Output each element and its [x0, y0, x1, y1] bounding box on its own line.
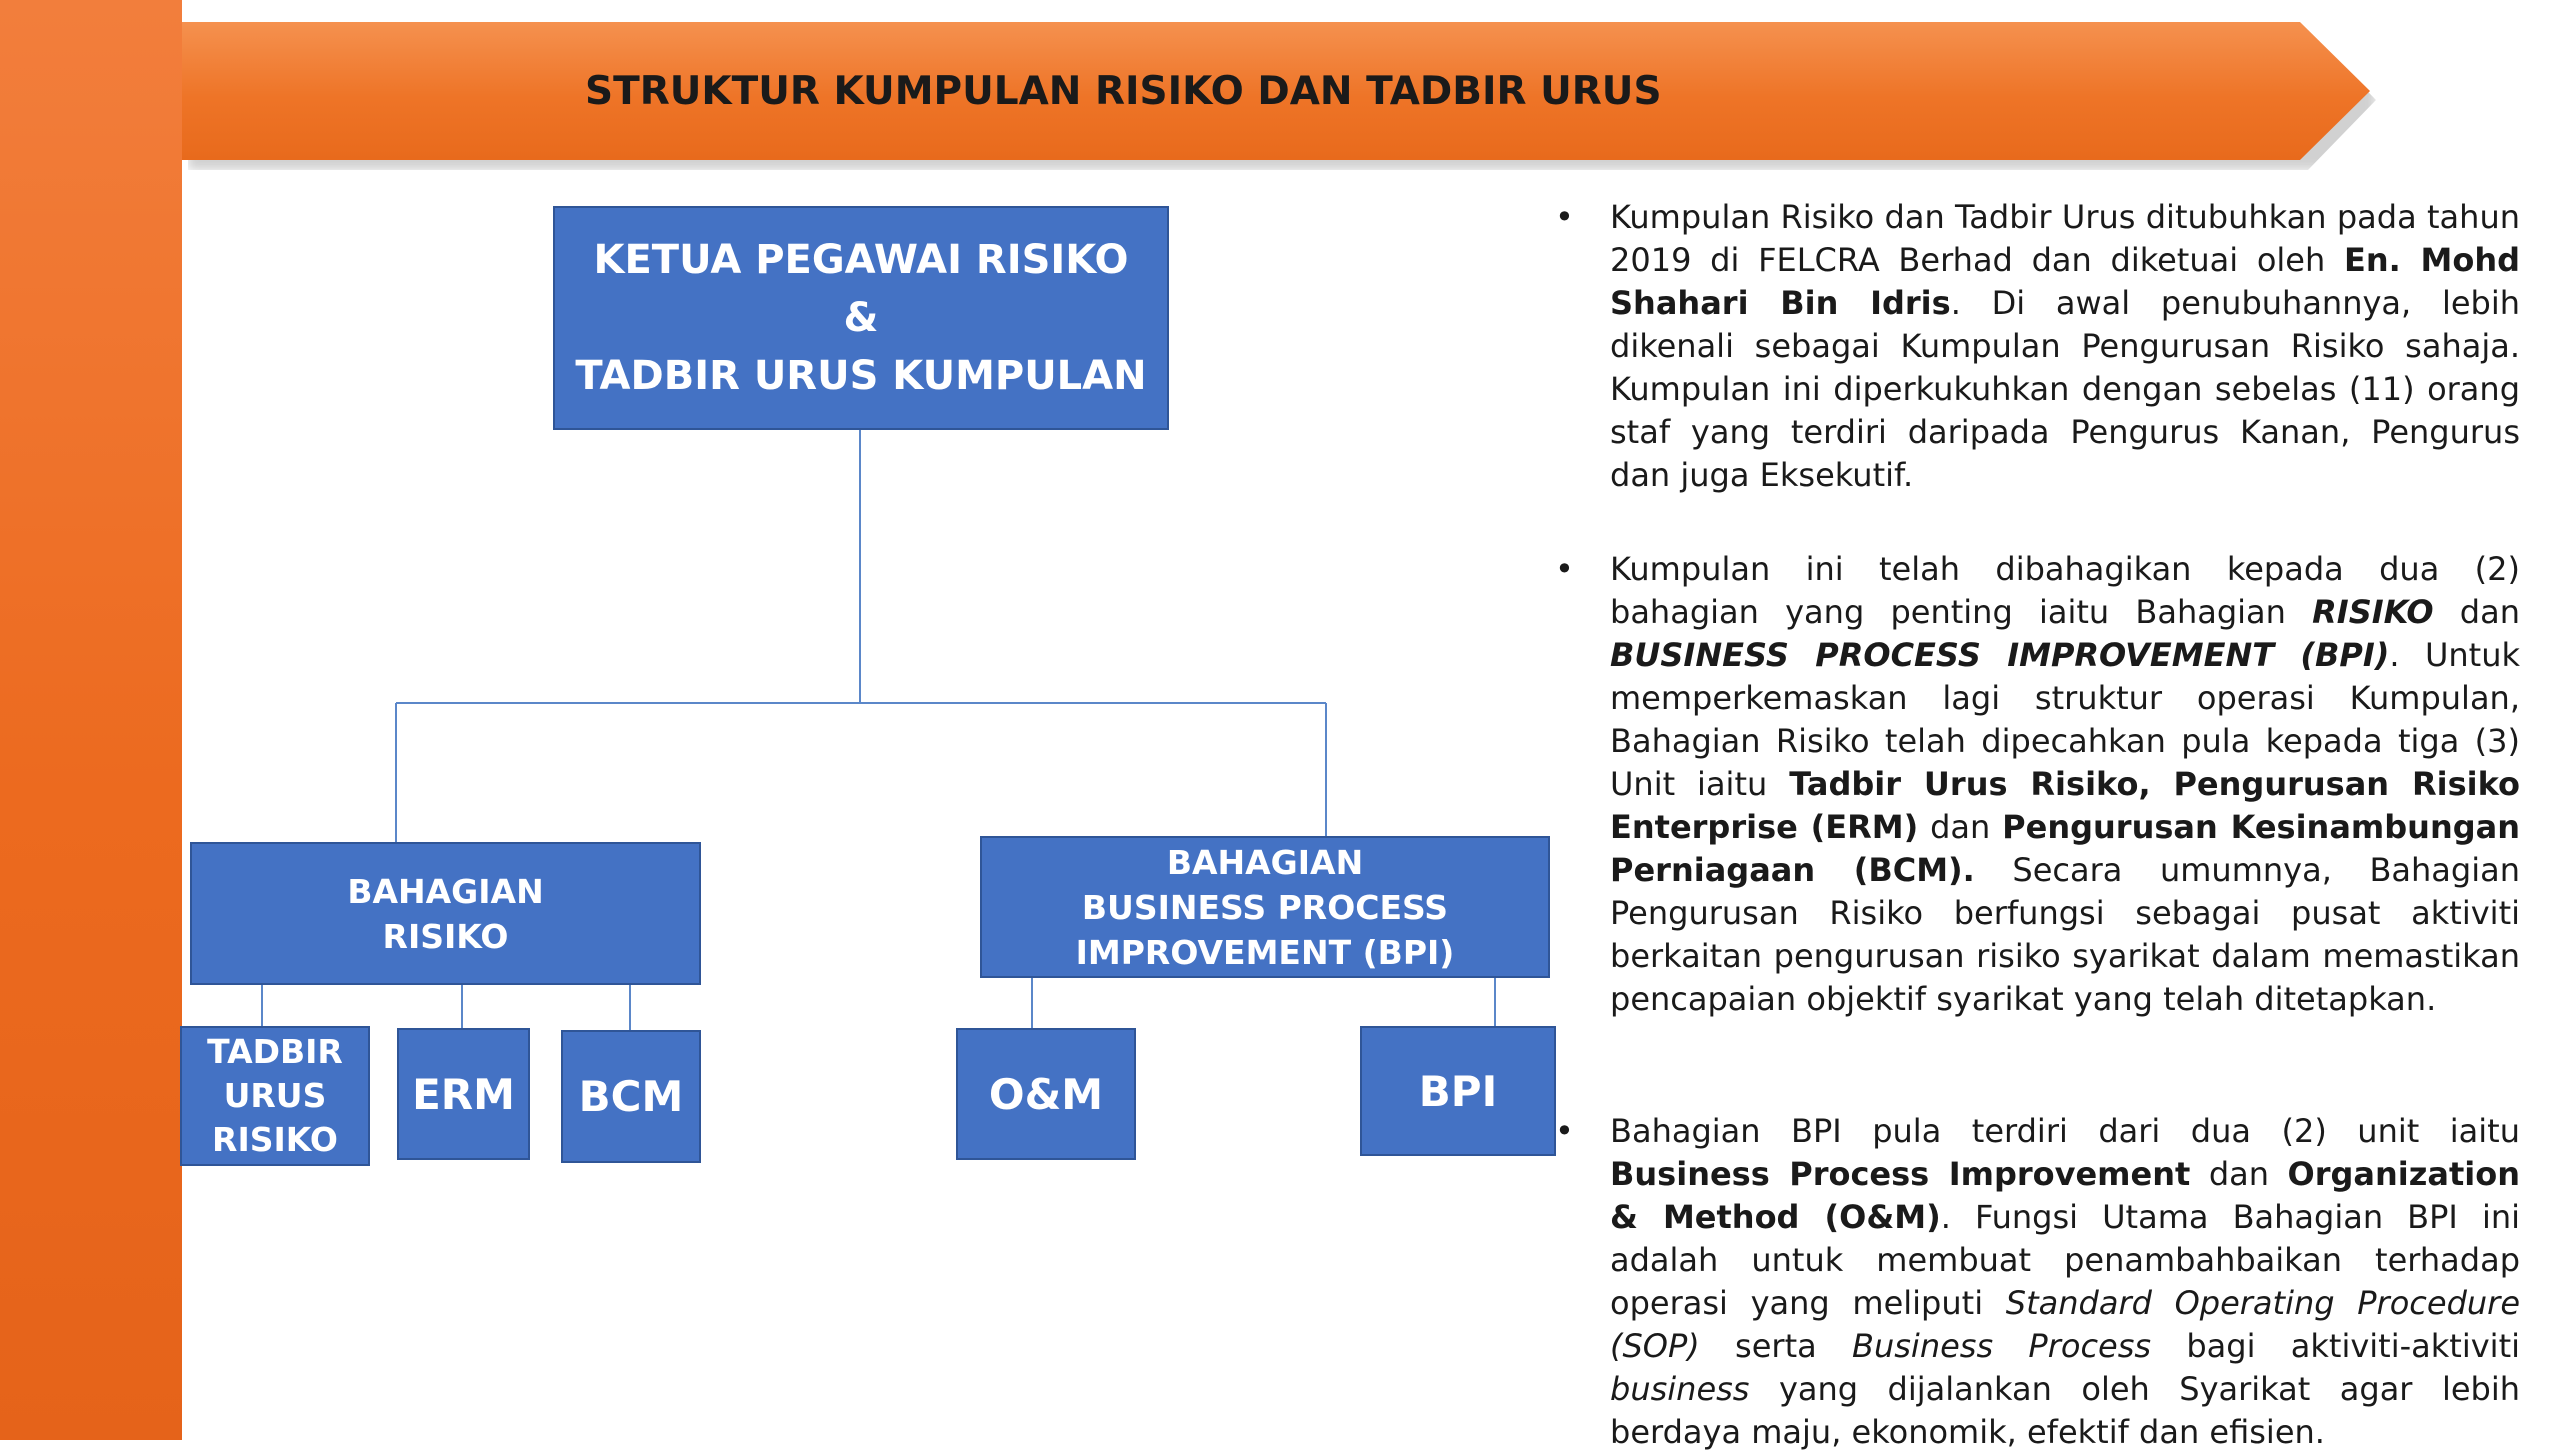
- box-ketua-pegawai-risiko: KETUA PEGAWAI RISIKO & TADBIR URUS KUMPU…: [553, 206, 1169, 430]
- text-run-bold: Organization & Method (O&M): [1610, 1155, 2521, 1236]
- box-ketua-line3: TADBIR URUS KUMPULAN: [575, 353, 1147, 399]
- box-unit-erm: ERM: [397, 1028, 530, 1160]
- box-bahagian-risiko: BAHAGIAN RISIKO: [190, 842, 701, 985]
- bullet-item-2: • Kumpulan ini telah dibahagikan kepada …: [1555, 548, 2520, 1028]
- text-run-bold-italic: BUSINESS PROCESS IMPROVEMENT (BPI): [1610, 636, 2390, 674]
- text-run: Secara umumnya, Bahagian Pengurusan Risi…: [1610, 851, 2521, 1018]
- box-risiko-line1: BAHAGIAN: [347, 871, 544, 911]
- box-unit-bcm: BCM: [561, 1030, 701, 1163]
- text-run: dan: [1918, 808, 2003, 846]
- bullet-dot: •: [1555, 1112, 1574, 1150]
- bullet-paragraph-1: Kumpulan Risiko dan Tadbir Urus ditubuhk…: [1610, 196, 2520, 497]
- bullet-dot: •: [1555, 198, 1574, 236]
- text-run: serta: [1699, 1327, 1853, 1365]
- bullet-paragraph-3: Bahagian BPI pula terdiri dari dua (2) u…: [1610, 1110, 2520, 1454]
- text-run-italic: business: [1610, 1370, 1750, 1408]
- box-erm-label: ERM: [412, 1069, 515, 1119]
- box-unit-om: O&M: [956, 1028, 1136, 1160]
- box-om-label: O&M: [988, 1069, 1104, 1119]
- bullet-item-1: • Kumpulan Risiko dan Tadbir Urus ditubu…: [1555, 196, 2520, 494]
- text-run: . Di awal penubuhannya, lebih dikenali s…: [1610, 284, 2521, 494]
- bullet-dot: •: [1555, 550, 1574, 588]
- box-ketua-line2: &: [843, 295, 879, 341]
- box-bcm-label: BCM: [578, 1072, 684, 1121]
- text-run-italic: Standard Operating Procedure (SOP): [1610, 1284, 2521, 1365]
- text-run-bold: Pengurusan Kesinambungan Perniagaan (BCM…: [1610, 808, 2521, 889]
- box-bahagian-bpi: BAHAGIAN BUSINESS PROCESS IMPROVEMENT (B…: [980, 836, 1550, 978]
- box-unit-tadbir-urus-risiko: TADBIR URUS RISIKO: [180, 1026, 370, 1166]
- bullet-item-3: • Bahagian BPI pula terdiri dari dua (2)…: [1555, 1110, 2520, 1451]
- box-tadbir-line3: RISIKO: [212, 1120, 338, 1159]
- title-banner: [182, 22, 2370, 160]
- box-tadbir-line1: TADBIR: [207, 1032, 343, 1071]
- text-run: dan: [2190, 1155, 2288, 1193]
- box-unit-bpi: BPI: [1360, 1026, 1556, 1156]
- text-run: . Fungsi Utama Bahagian BPI ini adalah u…: [1610, 1198, 2521, 1322]
- text-run: Kumpulan Risiko dan Tadbir Urus ditubuhk…: [1610, 198, 2520, 279]
- text-run: bagi aktiviti-aktiviti: [2151, 1327, 2521, 1365]
- box-bpi-division-line3: IMPROVEMENT (BPI): [1075, 932, 1455, 972]
- box-ketua-line1: KETUA PEGAWAI RISIKO: [593, 237, 1129, 283]
- box-bpi-division-line2: BUSINESS PROCESS: [1081, 887, 1449, 927]
- bullet-paragraph-2: Kumpulan ini telah dibahagikan kepada du…: [1610, 548, 2520, 1021]
- box-tadbir-line2: URUS: [223, 1076, 327, 1115]
- box-bpi-label: BPI: [1418, 1066, 1498, 1116]
- text-run: Bahagian BPI pula terdiri dari dua (2) u…: [1610, 1112, 2520, 1150]
- text-run-bold: En. Mohd Shahari Bin Idris: [1610, 241, 2521, 322]
- left-accent-bar: [0, 0, 182, 1440]
- text-run: dan: [2433, 593, 2520, 631]
- text-run-bold: Business Process Improvement: [1610, 1155, 2191, 1193]
- text-run: Kumpulan ini telah dibahagikan kepada du…: [1610, 550, 2520, 631]
- text-run-bold: Tadbir Urus Risiko, Pengurusan Risiko En…: [1610, 765, 2520, 846]
- box-bpi-division-line1: BAHAGIAN: [1166, 842, 1364, 882]
- box-risiko-line2: RISIKO: [382, 916, 509, 956]
- page-title: STRUKTUR KUMPULAN RISIKO DAN TADBIR URUS: [585, 69, 1662, 114]
- text-run-bold-italic: RISIKO: [2312, 593, 2434, 631]
- text-run-italic: Business Process: [1852, 1327, 2152, 1365]
- text-run: . Untuk memperkemaskan lagi struktur ope…: [1610, 636, 2520, 803]
